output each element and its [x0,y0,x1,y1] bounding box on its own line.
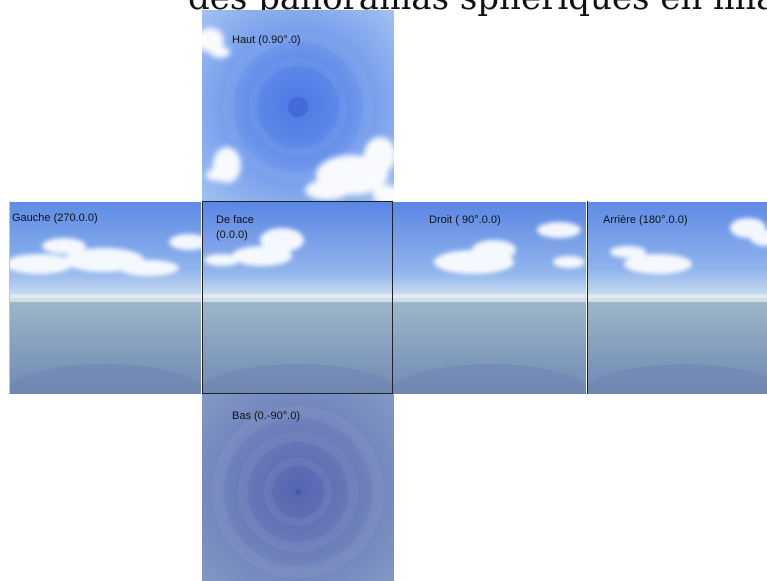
horizon-back-image [588,202,767,394]
cube-face-back [588,202,767,394]
label-front: De face (0.0.0) [216,213,254,243]
separator-left-edge [9,201,10,394]
separator-right-back [587,201,588,394]
label-left: Gauche (270.0.0) [12,211,98,226]
cube-face-right [394,202,586,394]
cube-face-left [9,202,201,394]
label-right: Droit ( 90°.0.0) [429,213,501,228]
label-back: Arrière (180°.0.0) [603,213,688,228]
horizon-left-image [9,202,201,394]
horizon-right-image [394,202,586,394]
label-bottom: Bas (0.-90°.0) [232,409,300,424]
label-top: Haut (0.90°.0) [232,33,301,48]
